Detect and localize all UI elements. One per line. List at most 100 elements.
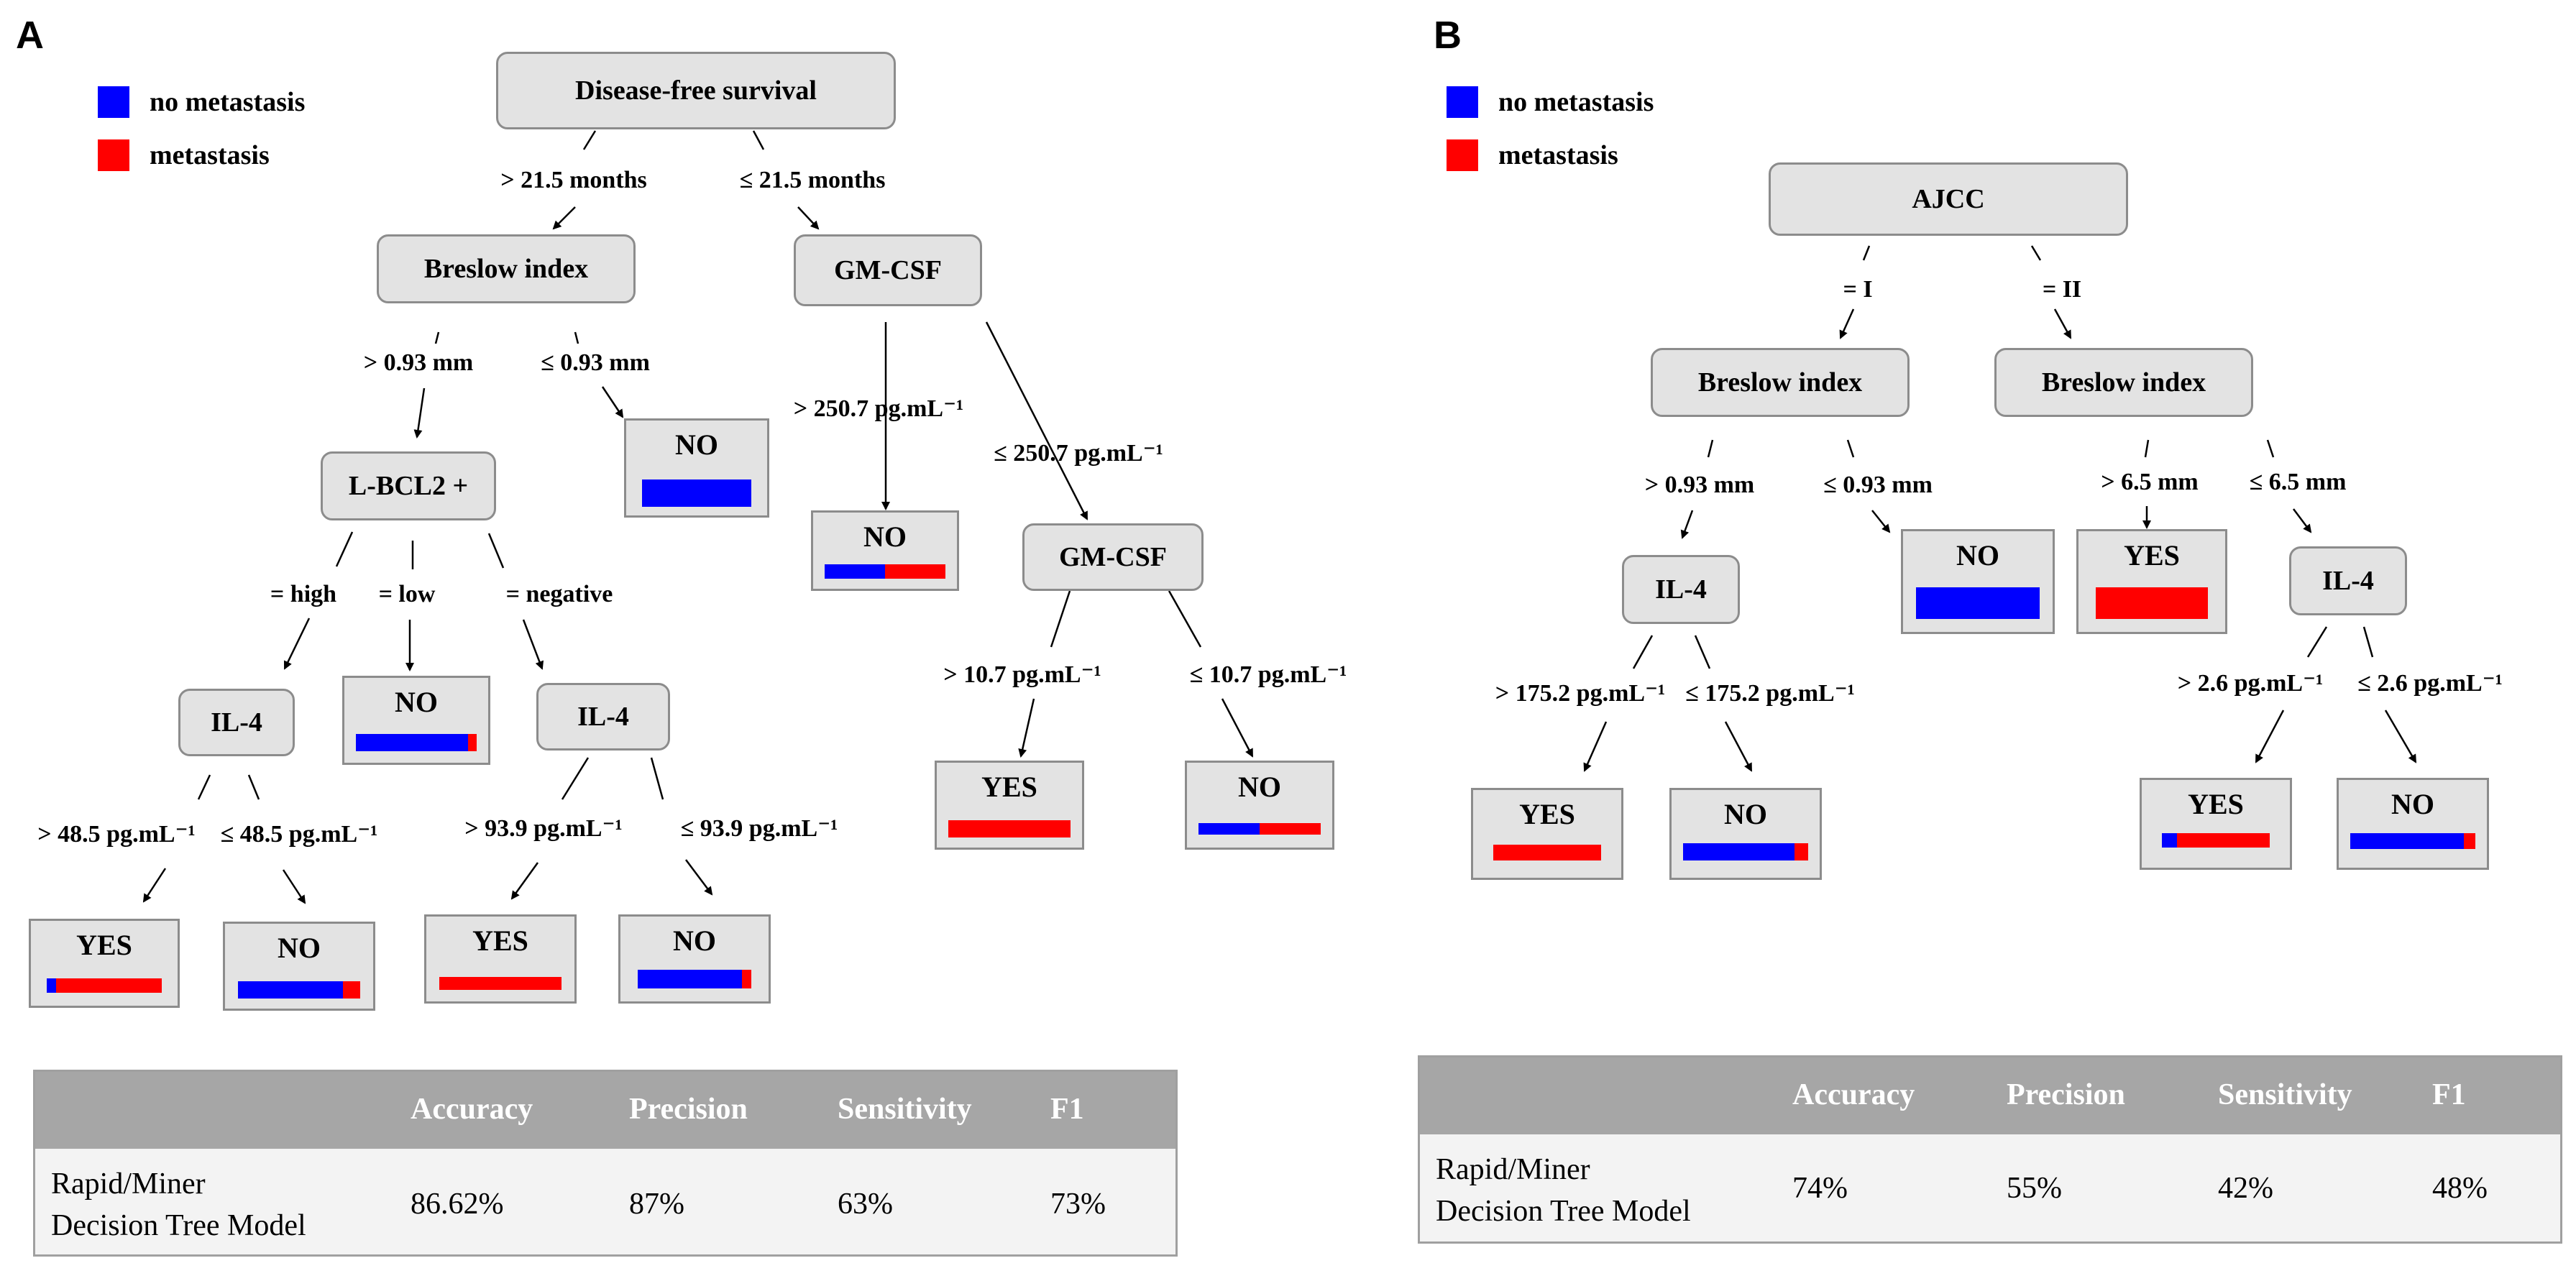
leaf-breslow-ii-yes: YES <box>2076 529 2227 634</box>
legend-no-metastasis-text: no metastasis <box>150 87 306 117</box>
leaf-il4-high-yes: YES <box>29 919 180 1008</box>
edge-i2-gt-upper <box>2306 626 2328 658</box>
edge-b2-gt-upper <box>2144 439 2150 458</box>
edge-label-gm1-le: ≤ 250.7 pg.mL⁻¹ <box>994 440 1163 467</box>
edge-gm2-gt-upper <box>1050 590 1071 648</box>
leaf-gm-csf-2-yes: YES <box>935 761 1084 850</box>
edge-label-il4h-gt: > 48.5 pg.mL⁻¹ <box>37 821 196 848</box>
class-distribution-bar <box>1683 843 1808 860</box>
leaf-label: NO <box>1724 798 1767 830</box>
leaf-il4-b1-no: NO <box>1669 788 1822 880</box>
node-breslow-index-ii: Breslow index <box>1994 348 2253 417</box>
edge-i2-le-upper <box>2362 626 2374 658</box>
value-precision: 55% <box>2007 1172 2062 1205</box>
leaf-breslow-no: NO <box>624 418 769 518</box>
edge-il4h-le-upper <box>247 774 260 800</box>
node-disease-free-survival: Disease-free survival <box>496 52 896 129</box>
class-distribution-bar <box>2096 587 2208 619</box>
no-metastasis-segment <box>638 970 743 988</box>
header-f1: F1 <box>2432 1078 2466 1111</box>
no-metastasis-segment <box>1683 843 1795 860</box>
edge-label-br-le: ≤ 0.93 mm <box>541 349 650 376</box>
leaf-label: NO <box>278 932 321 964</box>
leaf-label: NO <box>1956 539 1999 572</box>
header-sensitivity: Sensitivity <box>2218 1078 2352 1111</box>
metastasis-segment <box>2177 833 2270 848</box>
no-metastasis-segment <box>2350 833 2465 849</box>
edge-label-b1-le: ≤ 0.93 mm <box>1823 472 1933 498</box>
metastasis-segment <box>343 981 360 999</box>
edge-label-b1-gt: > 0.93 mm <box>1644 472 1755 498</box>
edge-label-gm2-gt: > 10.7 pg.mL⁻¹ <box>943 661 1101 688</box>
no-metastasis-segment <box>825 564 885 579</box>
edge-label-i1-le: ≤ 175.2 pg.mL⁻¹ <box>1685 680 1855 707</box>
leaf-il4-negative-yes: YES <box>424 914 577 1004</box>
no-metastasis-segment <box>238 981 344 999</box>
edge-dfs-le-lower <box>797 206 820 230</box>
legend-no-metastasis-b: no metastasis <box>1447 86 1654 118</box>
node-gm-csf: GM-CSF <box>794 234 982 306</box>
edge-aj-ii-lower <box>2053 308 2072 339</box>
edge-label-lb-neg: = negative <box>505 581 613 607</box>
leaf-il4-b2-no: NO <box>2337 778 2489 870</box>
leaf-label: NO <box>863 520 907 553</box>
blue-swatch-icon <box>1447 86 1478 118</box>
edge-label-b2-le: ≤ 6.5 mm <box>2249 469 2347 495</box>
leaf-label: NO <box>675 428 718 461</box>
header-sensitivity: Sensitivity <box>838 1093 972 1126</box>
edge-label-i2-gt: > 2.6 pg.mL⁻¹ <box>2177 670 2324 697</box>
edge-il4n-gt-lower <box>510 862 539 900</box>
class-distribution-bar <box>2162 833 2270 848</box>
metrics-table-a: Accuracy Precision Sensitivity F1 Rapid/… <box>33 1070 1178 1257</box>
edge-aj-i-upper <box>1862 245 1871 261</box>
edge-lb-high-lower <box>283 618 311 670</box>
edge-aj-i-lower <box>1839 308 1855 339</box>
node-ajcc: AJCC <box>1769 162 2128 236</box>
header-accuracy: Accuracy <box>411 1093 533 1126</box>
value-sensitivity: 63% <box>838 1188 893 1221</box>
leaf-label: YES <box>472 924 528 957</box>
edge-label-dfs-le: ≤ 21.5 months <box>739 167 886 193</box>
class-distribution-bar <box>1198 823 1321 835</box>
no-metastasis-segment <box>642 479 751 507</box>
leaf-label: NO <box>395 686 438 718</box>
edge-label-i2-le: ≤ 2.6 pg.mL⁻¹ <box>2357 670 2503 697</box>
edge-i1-le-upper <box>1694 635 1711 669</box>
value-sensitivity: 42% <box>2218 1172 2273 1205</box>
leaf-label: YES <box>2188 788 2244 820</box>
edge-label-br-gt: > 0.93 mm <box>363 349 474 376</box>
edge-lb-high-upper <box>335 531 354 567</box>
leaf-label: NO <box>1238 771 1281 803</box>
node-il4-b2: IL-4 <box>2289 546 2407 615</box>
node-il4-high: IL-4 <box>178 689 295 756</box>
header-f1: F1 <box>1050 1093 1084 1126</box>
edge-label-aj-i: = I <box>1843 276 1873 303</box>
edge-b2-le-lower <box>2293 508 2312 533</box>
panel-a-label: A <box>16 14 44 57</box>
edge-i2-gt-lower <box>2255 710 2285 763</box>
value-f1: 48% <box>2432 1172 2488 1205</box>
metastasis-segment <box>1260 823 1321 835</box>
edge-dfs-gt-upper <box>582 130 597 150</box>
class-distribution-bar <box>238 981 360 999</box>
edge-i2-le-lower <box>2384 710 2417 763</box>
row-label-line2: Decision Tree Model <box>51 1209 306 1242</box>
edge-br-gt-lower <box>413 387 426 439</box>
no-metastasis-segment <box>1916 587 2040 619</box>
class-distribution-bar <box>948 820 1071 837</box>
leaf-label: YES <box>76 929 132 961</box>
edge-label-lb-low: = low <box>378 581 436 607</box>
edge-b1-le-upper <box>1846 439 1855 458</box>
class-distribution-bar <box>825 564 945 579</box>
edge-label-b2-gt: > 6.5 mm <box>2101 469 2199 495</box>
metastasis-segment <box>2096 587 2208 619</box>
edge-label-i1-gt: > 175.2 pg.mL⁻¹ <box>1495 680 1666 707</box>
edge-il4n-le-lower <box>685 859 713 896</box>
leaf-label: NO <box>673 924 716 957</box>
red-swatch-icon <box>1447 139 1478 171</box>
leaf-gm-csf-no: NO <box>811 510 959 591</box>
leaf-l-bcl2-low-no: NO <box>342 676 490 765</box>
metastasis-segment <box>439 977 562 990</box>
node-il4-negative: IL-4 <box>536 683 670 751</box>
